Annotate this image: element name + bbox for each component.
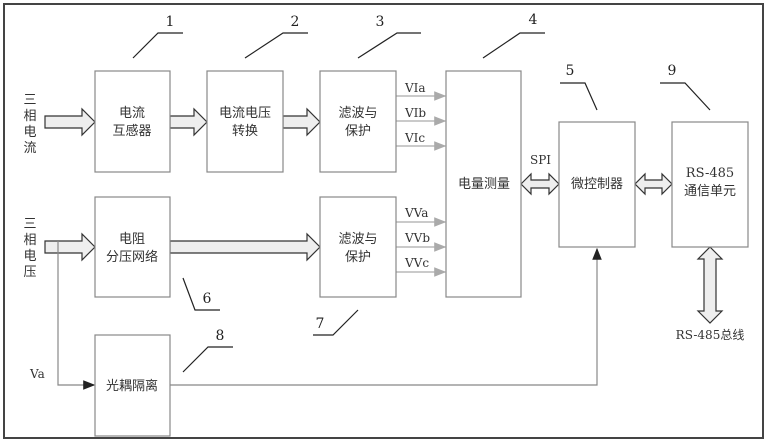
svg-text:3: 3 (376, 14, 385, 30)
svg-text:互感器: 互感器 (112, 123, 151, 139)
svg-text:转换: 转换 (232, 124, 258, 139)
svg-text:微控制器: 微控制器 (571, 177, 623, 192)
svg-text:4: 4 (529, 12, 538, 28)
svg-text:5: 5 (566, 63, 575, 79)
svg-text:电流: 电流 (119, 106, 145, 121)
svg-text:三: 三 (23, 93, 36, 108)
svg-text:VVb: VVb (404, 231, 430, 245)
svg-text:8: 8 (216, 328, 225, 344)
svg-text:VIa: VIa (404, 81, 426, 95)
svg-text:三: 三 (23, 217, 36, 232)
svg-text:6: 6 (203, 291, 212, 307)
block-ct: 电流 互感器 (95, 71, 170, 172)
svg-text:流: 流 (23, 141, 36, 156)
block-iv: 电流电压 转换 (207, 71, 283, 172)
svg-text:VVa: VVa (404, 206, 428, 220)
svg-text:SPI: SPI (530, 153, 551, 167)
block-measure: 电量测量 (446, 71, 521, 297)
three-phase-current-label: 三 相 电 流 (23, 93, 36, 156)
svg-text:RS-485总线: RS-485总线 (676, 328, 745, 342)
svg-text:7: 7 (316, 316, 325, 332)
svg-text:VIc: VIc (404, 131, 425, 145)
svg-text:1: 1 (166, 14, 175, 30)
svg-text:电: 电 (23, 125, 36, 140)
svg-text:2: 2 (291, 14, 300, 30)
svg-text:VIb: VIb (404, 106, 426, 120)
block-mcu: 微控制器 (559, 122, 635, 247)
block-rs485: RS-485 通信单元 (672, 122, 748, 247)
svg-text:保护: 保护 (345, 124, 371, 139)
svg-text:9: 9 (668, 63, 677, 79)
mcu-rs485-arrow (635, 174, 672, 194)
spi-arrow (521, 174, 559, 194)
svg-text:电量测量: 电量测量 (458, 177, 510, 192)
bus-arrow (698, 247, 722, 323)
svg-text:滤波与: 滤波与 (338, 232, 377, 247)
svg-text:电: 电 (23, 249, 36, 264)
block-divider: 电阻 分压网络 (95, 197, 170, 297)
svg-text:VVc: VVc (404, 256, 429, 270)
svg-text:保护: 保护 (345, 250, 371, 265)
svg-text:电流电压: 电流电压 (219, 106, 271, 121)
svg-text:RS-485: RS-485 (686, 166, 734, 181)
svg-text:滤波与: 滤波与 (338, 106, 377, 121)
block-filter-1: 滤波与 保护 (320, 71, 396, 172)
block-filter-2: 滤波与 保护 (320, 197, 396, 297)
svg-text:相: 相 (23, 233, 36, 248)
three-phase-voltage-label: 三 相 电 压 (23, 217, 36, 280)
svg-text:分压网络: 分压网络 (106, 249, 158, 265)
svg-text:通信单元: 通信单元 (684, 184, 736, 199)
block-opto: 光耦隔离 (95, 335, 170, 436)
va-label: Va (29, 367, 45, 381)
svg-text:电阻: 电阻 (119, 232, 145, 247)
svg-text:光耦隔离: 光耦隔离 (106, 378, 158, 394)
svg-text:相: 相 (23, 109, 36, 124)
svg-text:压: 压 (23, 265, 36, 280)
